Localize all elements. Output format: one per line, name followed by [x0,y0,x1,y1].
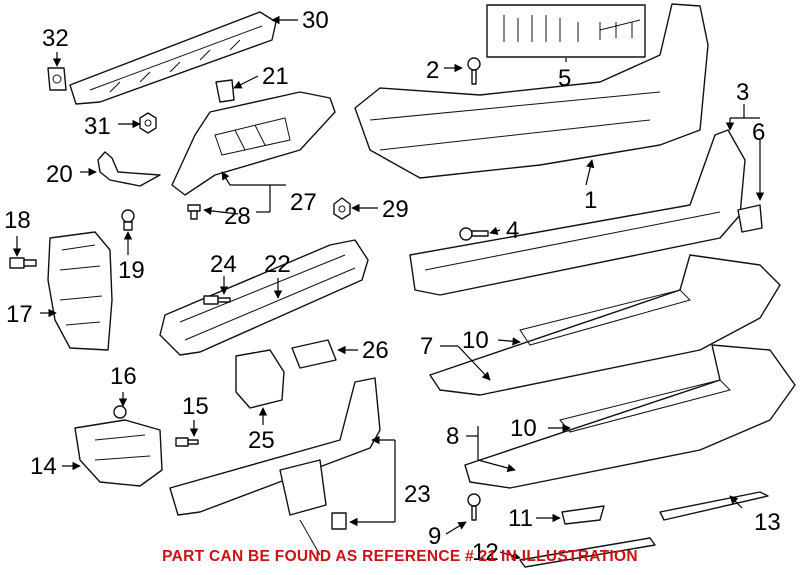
part-27-absorber[interactable] [171,91,336,196]
callout-26: 26 [362,337,389,364]
part-18-bolt[interactable] [9,257,37,269]
reference-note: PART CAN BE FOUND AS REFERENCE # 21 IN I… [162,548,638,565]
callout-24: 24 [210,251,237,278]
callout-23: 23 [404,481,431,508]
callout-10b: 10 [510,415,537,442]
part-7-diffuser[interactable] [429,254,781,396]
part-11-reflector[interactable] [561,505,605,525]
callout-7: 7 [420,333,433,360]
part-5-hardware-kit[interactable] [486,4,646,58]
callout-25: 25 [248,427,275,454]
part-28-bolt[interactable] [187,204,201,220]
callout-31: 31 [84,113,111,140]
callout-2: 2 [426,57,439,84]
callout-1: 1 [584,187,597,214]
callout-10a: 10 [462,327,489,354]
part-15-bolt[interactable] [175,437,199,447]
part-31-nut[interactable] [139,112,157,134]
part-25-module[interactable] [235,349,285,409]
part-6-cap[interactable] [737,204,763,233]
part-17-side-bracket[interactable] [47,231,113,351]
callout-16: 16 [110,363,137,390]
part-20-bracket[interactable] [97,151,161,187]
callout-30: 30 [302,7,329,34]
part-1-bumper-cover[interactable] [354,3,709,179]
callout-5: 5 [558,65,571,92]
part-23-tow-hitch[interactable] [169,377,381,556]
part-14-bracket[interactable] [74,419,163,487]
callout-9: 9 [428,523,441,550]
callout-22: 22 [264,251,291,278]
leader-lines [12,15,765,560]
part-22-impact-bar[interactable] [159,239,369,356]
callout-27: 27 [290,189,317,216]
callout-11: 11 [508,505,533,532]
callout-6: 6 [752,119,765,146]
part-29-nut[interactable] [333,197,351,220]
callout-labels: 30 32 21 31 2 5 1 3 6 4 20 27 28 29 18 1… [4,7,781,566]
part-2-screw[interactable] [467,57,481,85]
callout-21: 21 [262,63,289,90]
part-32-plate[interactable] [47,67,67,91]
callout-32: 32 [42,25,69,52]
part-13-trim-strip[interactable] [659,491,769,521]
callout-17: 17 [6,301,33,328]
callout-19: 19 [118,257,145,284]
callout-29: 29 [382,196,409,223]
callout-12: 12 [472,539,499,566]
callout-8: 8 [446,423,459,450]
callout-18: 18 [4,207,31,234]
part-16-clip[interactable] [113,405,127,419]
part-24-bolt[interactable] [203,295,231,305]
callout-28: 28 [224,203,251,230]
part-3-lower-cover[interactable] [409,129,746,296]
part-26-block[interactable] [291,339,337,369]
callout-14: 14 [30,453,57,480]
callout-13: 13 [754,509,781,536]
part-12-trim[interactable] [519,537,656,568]
part-30-reinforcement[interactable] [69,11,277,105]
callout-15: 15 [182,393,209,420]
part-21-bracket[interactable] [215,79,235,103]
part-4-screw[interactable] [459,227,489,241]
part-9-screw[interactable] [467,493,481,521]
callout-20: 20 [46,161,73,188]
part-19-clip[interactable] [121,209,135,231]
callout-3: 3 [736,79,749,106]
callout-4: 4 [506,217,519,244]
